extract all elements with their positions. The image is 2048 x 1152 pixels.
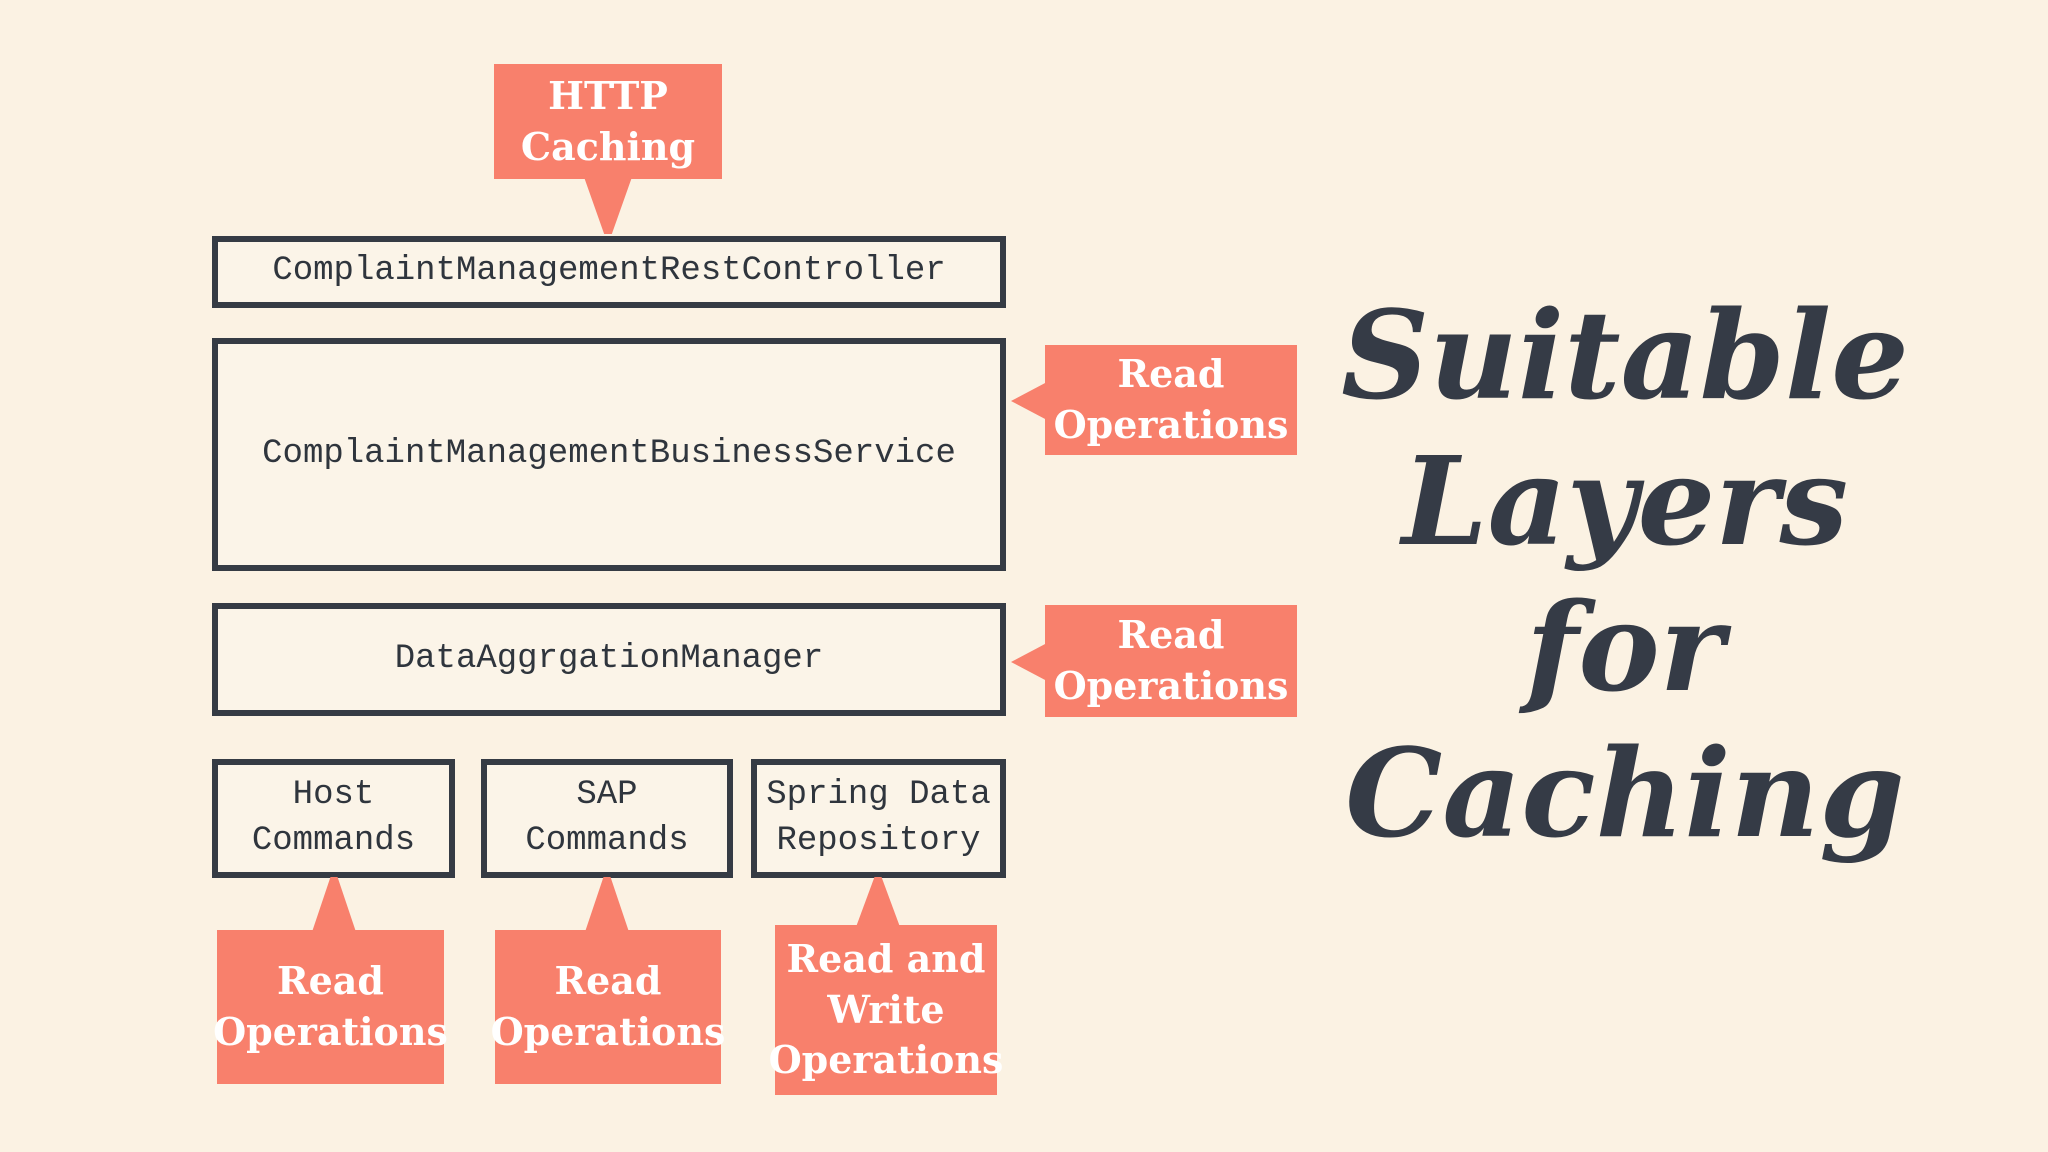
callout-read-operations-host-commands: Read Operations: [213, 930, 448, 1084]
slide-title-line: Suitable: [1341, 283, 1909, 427]
slide-title-line: for: [1525, 575, 1725, 719]
callout-tail-up-icon: [856, 877, 900, 927]
layer-box-business-service: ComplaintManagementBusinessService: [212, 338, 1006, 571]
callout-tail-up-icon: [312, 877, 356, 932]
callout-tail-up-icon: [585, 877, 629, 932]
callout-read-operations-business-service: Read Operations: [1045, 345, 1297, 455]
layer-box-spring-data-repository: Spring Data Repository: [751, 759, 1006, 878]
callout-tail-down-icon: [584, 177, 632, 234]
callout-http-caching: HTTP Caching: [494, 64, 722, 179]
layer-box-sap-commands: SAP Commands: [481, 759, 733, 878]
layer-box-host-commands: Host Commands: [212, 759, 455, 878]
callout-read-write-operations-repository: Read and Write Operations: [769, 925, 1003, 1095]
callout-tail-left-icon: [1011, 643, 1047, 681]
callout-tail-left-icon: [1011, 382, 1047, 420]
slide-title: Suitable Layers for Caching: [1215, 282, 2035, 866]
layer-box-rest-controller: ComplaintManagementRestController: [212, 236, 1006, 308]
slide-title-line: Caching: [1345, 721, 1905, 865]
slide-title-line: Layers: [1401, 429, 1849, 573]
callout-read-operations-sap-commands: Read Operations: [491, 930, 725, 1084]
callout-read-operations-aggregation-manager: Read Operations: [1045, 605, 1297, 717]
layer-box-data-aggregation-manager: DataAggrgationManager: [212, 603, 1006, 716]
